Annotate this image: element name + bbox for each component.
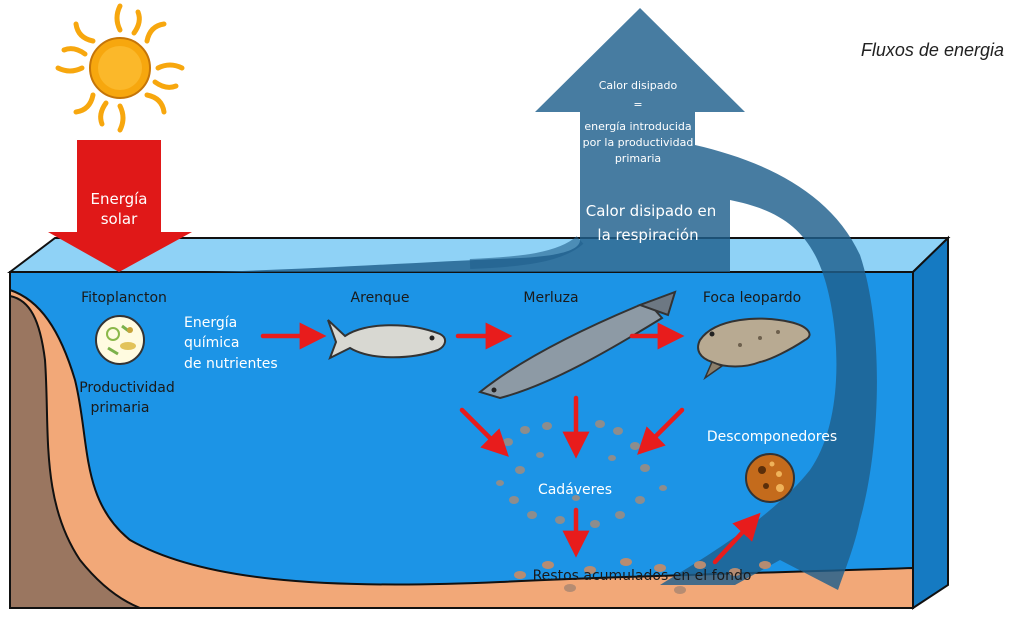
herring-label: Arenque bbox=[351, 290, 410, 306]
solar-label-line1: Energía bbox=[91, 190, 148, 208]
solar-label-line2: solar bbox=[101, 210, 138, 228]
hake-label: Merluza bbox=[523, 290, 578, 306]
chem-line1: Energía bbox=[184, 315, 237, 331]
seal-label: Foca leopardo bbox=[703, 290, 801, 306]
sun-icon bbox=[58, 6, 182, 130]
productivity-line2: primaria bbox=[91, 400, 150, 416]
heat-top-line4: por la productividad bbox=[583, 136, 694, 149]
chem-line2: química bbox=[184, 335, 239, 351]
heat-top-line3: energía introducida bbox=[584, 120, 691, 133]
page-title: Fluxos de energia bbox=[861, 40, 1004, 61]
phyto-label: Fitoplancton bbox=[81, 290, 167, 306]
corpses-label: Cadáveres bbox=[538, 482, 612, 498]
decomposers-label: Descomponedores bbox=[707, 429, 837, 445]
heat-top-line5: primaria bbox=[615, 152, 661, 165]
chem-line3: de nutrientes bbox=[184, 356, 278, 372]
heat-resp-line2: la respiración bbox=[597, 226, 698, 244]
phytoplankton-icon bbox=[96, 316, 144, 364]
heat-top-line2: = bbox=[633, 98, 642, 111]
heat-top-line1: Calor disipado bbox=[599, 79, 678, 92]
sediment-label: Restos acumulados en el fondo bbox=[533, 568, 752, 584]
productivity-line1: Productividad bbox=[79, 380, 175, 396]
heat-resp-line1: Calor disipado en bbox=[586, 202, 717, 220]
decomposers-icon bbox=[746, 454, 794, 502]
